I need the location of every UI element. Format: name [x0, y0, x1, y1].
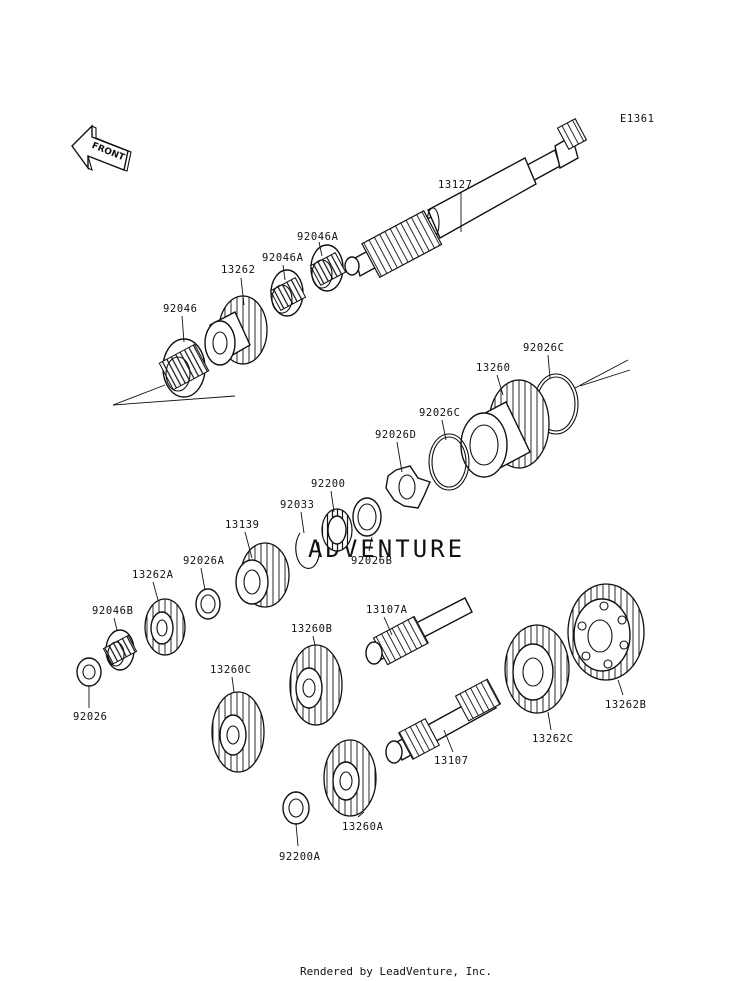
label-13262B[interactable]: 13262B	[605, 699, 647, 711]
part-92200-ring[interactable]	[321, 508, 353, 552]
part-13262B-gear[interactable]	[567, 583, 645, 681]
diagram-code: E1361	[620, 113, 655, 125]
part-13107-shaft[interactable]	[385, 678, 502, 764]
label-92046A-1[interactable]: 92046A	[297, 231, 339, 243]
label-92046A-2[interactable]: 92046A	[262, 252, 304, 264]
label-92046B[interactable]: 92046B	[92, 605, 134, 617]
part-13262C-gear[interactable]	[504, 624, 570, 714]
front-direction-arrow-icon: FRONT	[71, 124, 132, 172]
label-13260[interactable]: 13260	[476, 362, 511, 374]
part-13107A-shaft[interactable]	[365, 597, 473, 666]
render-credit: Rendered by LeadVenture, Inc.	[300, 965, 492, 978]
label-92026C-2[interactable]: 92026C	[419, 407, 461, 419]
part-92200A-washer[interactable]	[282, 791, 310, 825]
label-13107[interactable]: 13107	[434, 755, 469, 767]
part-13139-gear[interactable]	[235, 542, 290, 608]
part-13260C-gear[interactable]	[211, 691, 265, 773]
label-13260B[interactable]: 13260B	[291, 623, 333, 635]
label-92033[interactable]: 92033	[280, 499, 315, 511]
part-92026C-ring-2[interactable]	[428, 433, 470, 491]
part-13260B-gear[interactable]	[289, 644, 343, 726]
label-13262[interactable]: 13262	[221, 264, 256, 276]
label-92026B[interactable]: 92026B	[351, 555, 393, 567]
part-92033-circlip[interactable]	[295, 532, 320, 569]
part-13262A-gear[interactable]	[144, 598, 186, 656]
middle-axis-guide	[574, 359, 631, 389]
label-13262C[interactable]: 13262C	[532, 733, 574, 745]
leader-lines	[88, 193, 624, 847]
part-92026A-washer[interactable]	[195, 588, 221, 620]
part-13127-shaft[interactable]	[344, 117, 588, 279]
part-92046-bearing[interactable]	[158, 338, 210, 398]
label-13107A[interactable]: 13107A	[366, 604, 408, 616]
label-92026C-1[interactable]: 92026C	[523, 342, 565, 354]
part-92026-washer[interactable]	[76, 657, 102, 687]
part-92046A-bearing-1[interactable]	[309, 244, 347, 292]
label-13139[interactable]: 13139	[225, 519, 260, 531]
label-92200[interactable]: 92200	[311, 478, 346, 490]
label-13127[interactable]: 13127	[438, 179, 473, 191]
label-13262A[interactable]: 13262A	[132, 569, 174, 581]
label-92026A[interactable]: 92026A	[183, 555, 225, 567]
label-92046[interactable]: 92046	[163, 303, 198, 315]
part-13262-gear[interactable]	[204, 295, 268, 366]
part-92046A-bearing-2[interactable]	[269, 269, 307, 317]
part-13260A-gear[interactable]	[323, 739, 377, 817]
part-labels: 13127 92046A 92046A 13262 92046 13260 92…	[73, 179, 647, 863]
part-13260-gear[interactable]	[460, 379, 550, 478]
label-92200A[interactable]: 92200A	[279, 851, 321, 863]
label-13260C[interactable]: 13260C	[210, 664, 252, 676]
label-13260A[interactable]: 13260A	[342, 821, 384, 833]
part-92026D-washer[interactable]	[385, 465, 431, 509]
part-92046B-bearing[interactable]	[102, 629, 138, 671]
label-92026D[interactable]: 92026D	[375, 429, 417, 441]
upper-axis-guide	[112, 384, 236, 406]
label-92026[interactable]: 92026	[73, 711, 108, 723]
part-92026B-washer[interactable]	[352, 497, 382, 537]
